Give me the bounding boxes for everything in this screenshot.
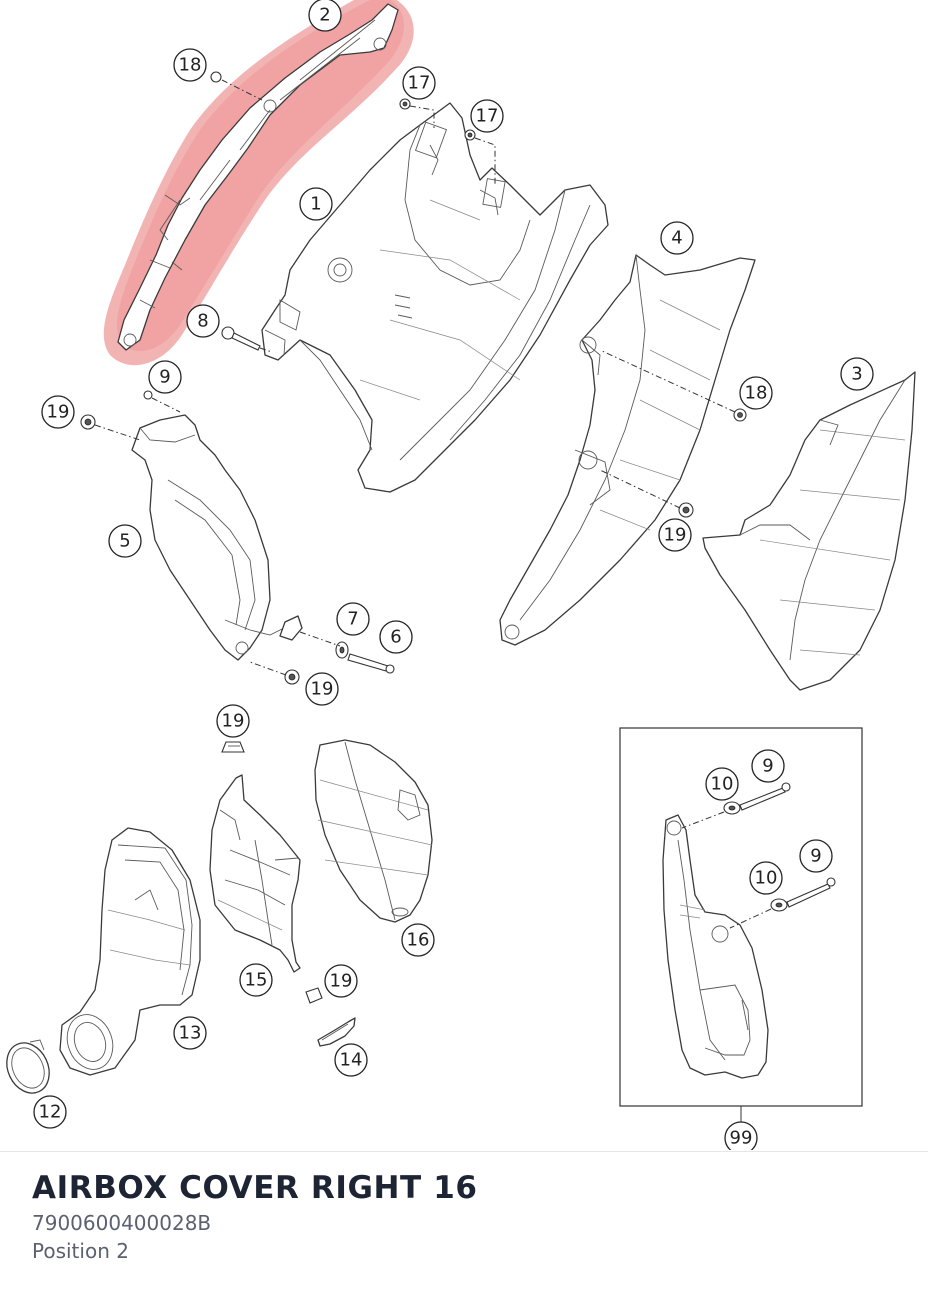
callout-12[interactable]: 12	[33, 1095, 67, 1129]
part-position: Position 2	[32, 1239, 129, 1263]
svg-text:99: 99	[730, 1128, 753, 1149]
svg-text:19: 19	[330, 971, 353, 992]
svg-text:19: 19	[222, 711, 245, 732]
callout-8[interactable]: 8	[186, 304, 220, 338]
part-14-clip[interactable]	[317, 1017, 356, 1047]
callout-15[interactable]: 15	[239, 963, 273, 997]
svg-text:1: 1	[310, 194, 321, 215]
callout-3[interactable]: 3	[840, 357, 874, 391]
callout-9-left[interactable]: 9	[148, 360, 182, 394]
svg-text:12: 12	[39, 1102, 62, 1123]
callout-19-above-15[interactable]: 19	[216, 704, 250, 738]
part-12-clamp[interactable]	[0, 1036, 57, 1100]
part-13-intake-boot[interactable]	[59, 827, 201, 1076]
inset-kit-box	[619, 727, 863, 1126]
callout-19-left[interactable]: 19	[41, 395, 75, 429]
svg-text:10: 10	[711, 774, 734, 795]
svg-text:9: 9	[810, 846, 821, 867]
callout-14[interactable]: 14	[334, 1043, 368, 1077]
callout-19-bottom-5[interactable]: 19	[305, 672, 339, 706]
callout-18-top[interactable]: 18	[173, 48, 207, 82]
svg-text:17: 17	[408, 73, 431, 94]
svg-text:19: 19	[311, 679, 334, 700]
footer-divider	[0, 1151, 928, 1152]
part-number: 7900600400028B	[32, 1211, 212, 1235]
svg-text:17: 17	[476, 106, 499, 127]
callout-18-right[interactable]: 18	[739, 376, 773, 410]
callout-4[interactable]: 4	[660, 221, 694, 255]
svg-text:4: 4	[671, 228, 682, 249]
hardware-group	[80, 71, 747, 1004]
part-5-bracket[interactable]	[131, 414, 303, 661]
callout-16[interactable]: 16	[401, 923, 435, 957]
part-16-filter-cover[interactable]	[314, 739, 433, 923]
callout-13[interactable]: 13	[173, 1016, 207, 1050]
svg-text:19: 19	[47, 402, 70, 423]
svg-text:9: 9	[159, 367, 170, 388]
svg-text:18: 18	[179, 55, 202, 76]
part-15-filter-cage[interactable]	[209, 774, 301, 973]
svg-text:5: 5	[119, 531, 130, 552]
highlight-glow	[103, 0, 414, 366]
callout-99[interactable]: 99	[724, 1121, 758, 1150]
part-99-bracket-kit[interactable]	[662, 814, 769, 1079]
callouts: 2 18 17 17 1 4 8 9 19 18 3 19 5 7 6 19 1…	[33, 0, 874, 1150]
part-1-airbox[interactable]	[261, 102, 609, 493]
callout-5[interactable]: 5	[108, 524, 142, 558]
svg-text:9: 9	[762, 756, 773, 777]
callout-17-right[interactable]: 17	[470, 99, 504, 133]
svg-text:14: 14	[340, 1050, 363, 1071]
svg-text:16: 16	[407, 930, 430, 951]
svg-text:10: 10	[755, 868, 778, 889]
svg-text:6: 6	[390, 627, 401, 648]
part-title: AIRBOX COVER RIGHT 16	[32, 1170, 478, 1206]
callout-1[interactable]: 1	[299, 187, 333, 221]
svg-text:2: 2	[319, 5, 330, 26]
callout-19-right[interactable]: 19	[658, 518, 692, 552]
callout-9-inset-bottom[interactable]: 9	[799, 839, 833, 873]
svg-text:3: 3	[851, 364, 862, 385]
callout-17-left[interactable]: 17	[402, 66, 436, 100]
callout-19-near-15[interactable]: 19	[324, 964, 358, 998]
svg-text:19: 19	[664, 525, 687, 546]
callout-10-bottom[interactable]: 10	[749, 861, 783, 895]
callout-6[interactable]: 6	[379, 620, 413, 654]
part-4-side-panel[interactable]	[499, 254, 756, 646]
callout-9-inset-top[interactable]: 9	[751, 749, 785, 783]
part-info-panel: AIRBOX COVER RIGHT 16 7900600400028B Pos…	[32, 1168, 912, 1266]
svg-text:13: 13	[179, 1023, 202, 1044]
svg-text:18: 18	[745, 383, 768, 404]
callout-7[interactable]: 7	[336, 602, 370, 636]
exploded-parts-diagram: 2 18 17 17 1 4 8 9 19 18 3 19 5 7 6 19 1…	[0, 0, 916, 1150]
svg-text:8: 8	[197, 311, 208, 332]
callout-2[interactable]: 2	[308, 0, 342, 32]
svg-text:15: 15	[245, 970, 268, 991]
part-3-side-cover[interactable]	[702, 371, 916, 691]
callout-10-top[interactable]: 10	[705, 767, 739, 801]
svg-text:7: 7	[347, 609, 358, 630]
part-2-airbox-cover-right[interactable]	[103, 0, 414, 366]
highlight-soft	[117, 0, 404, 351]
